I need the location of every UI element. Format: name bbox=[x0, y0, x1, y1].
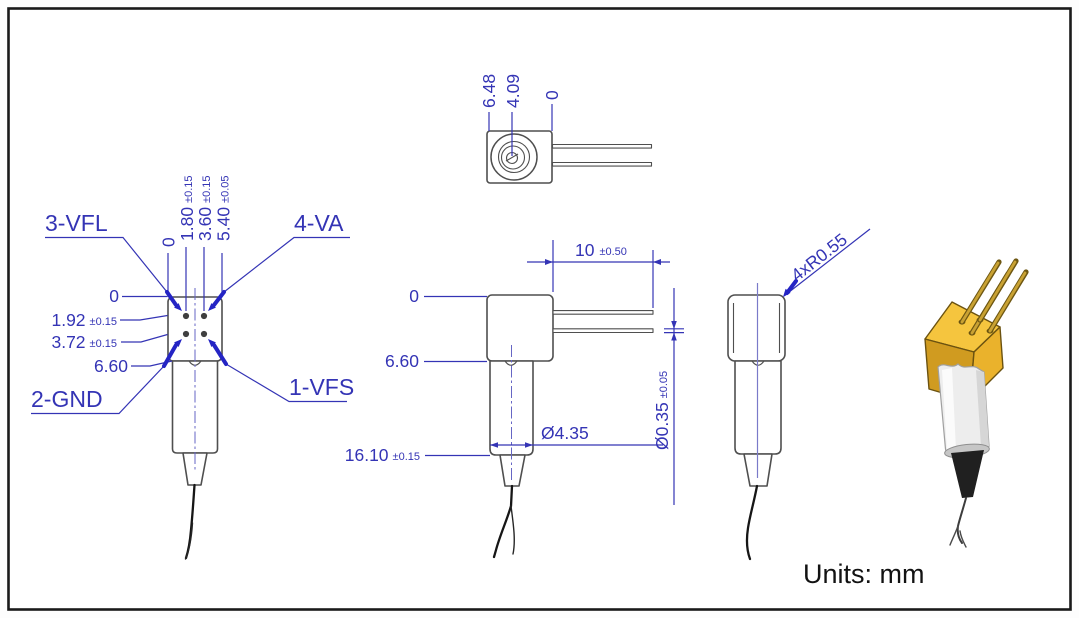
front-dim-left-3: 6.60 bbox=[94, 356, 128, 376]
front-dim-left-0: 0 bbox=[109, 286, 119, 306]
ferrule-shade bbox=[976, 370, 989, 447]
front-pin-arrows bbox=[162, 290, 228, 368]
top-lens-outer bbox=[490, 133, 538, 181]
top-lens-mid bbox=[497, 140, 531, 174]
top-dimension-lines bbox=[488, 104, 553, 156]
front-pin-3 bbox=[182, 312, 190, 320]
front-view: 3-VFL 4-VA 2-GND 1-VFS 0 1.92±0.15 3.72±… bbox=[31, 175, 354, 560]
front-fiber-strand bbox=[184, 522, 194, 560]
pin-label-1-vfs: 1-VFS bbox=[289, 374, 354, 400]
top-lead-1 bbox=[551, 143, 653, 149]
front-dimension-lines bbox=[120, 247, 223, 367]
front-label-leaders bbox=[31, 236, 350, 415]
side-view: 0 6.60 16.10±0.15 10±0.50 Ø4.35 Ø0.35±0.… bbox=[345, 240, 684, 559]
front-dim-top-1: 1.80±0.15 bbox=[177, 175, 197, 241]
side-dim-body: 6.60 bbox=[385, 351, 419, 371]
side-lead-2 bbox=[552, 328, 654, 334]
side-dim-origin: 0 bbox=[409, 286, 419, 306]
package-pins bbox=[958, 258, 1029, 336]
front-pin-1 bbox=[200, 330, 208, 338]
back-fiber bbox=[745, 484, 759, 561]
ferrule-highlight bbox=[942, 368, 956, 451]
back-view: 4xR0.55 bbox=[727, 228, 871, 561]
fiber-3d-strand-1 bbox=[949, 525, 959, 546]
side-dim-barrel-dia: Ø4.35 bbox=[541, 423, 589, 443]
side-lead-1 bbox=[552, 310, 654, 315]
side-dim-lead-length: 10±0.50 bbox=[575, 240, 627, 260]
fiber-3d-strand-2 bbox=[959, 530, 967, 548]
back-package-body bbox=[727, 294, 786, 362]
back-radius-leader bbox=[783, 228, 871, 297]
top-view: 6.48 4.09 0 bbox=[479, 74, 653, 184]
top-lead-2 bbox=[551, 161, 653, 167]
side-dim-lead-dia: Ø0.35±0.05 bbox=[652, 371, 672, 450]
top-dim-6.48: 6.48 bbox=[479, 74, 499, 108]
front-dim-top-2: 3.60±0.15 bbox=[195, 175, 215, 241]
front-dim-left-2: 3.72±0.15 bbox=[51, 332, 117, 352]
pin-label-4-va: 4-VA bbox=[294, 210, 344, 236]
side-dimension-lines bbox=[424, 240, 684, 505]
side-notch bbox=[504, 360, 518, 366]
top-package-body bbox=[486, 130, 553, 184]
top-lens-detail bbox=[505, 153, 519, 162]
top-dim-4.09: 4.09 bbox=[503, 74, 523, 108]
units-label: Units: mm bbox=[803, 559, 925, 589]
side-boot bbox=[499, 454, 526, 487]
front-dim-left-1: 1.92±0.15 bbox=[51, 310, 117, 330]
top-lens-inner bbox=[500, 145, 526, 170]
boot-3d bbox=[951, 450, 984, 498]
product-photo-3d bbox=[924, 258, 1029, 548]
front-pin-2 bbox=[182, 330, 190, 338]
side-dim-total: 16.10±0.15 bbox=[345, 445, 420, 465]
front-dim-top-0: 0 bbox=[159, 237, 179, 247]
side-fiber-strand bbox=[510, 505, 515, 555]
front-pin-4 bbox=[200, 312, 208, 320]
pin-label-2-gnd: 2-GND bbox=[31, 386, 103, 412]
side-package-body bbox=[486, 294, 554, 362]
front-dim-top-3: 5.40±0.05 bbox=[214, 175, 234, 241]
top-dim-0: 0 bbox=[542, 90, 562, 100]
pin-label-3-vfl: 3-VFL bbox=[45, 210, 108, 236]
